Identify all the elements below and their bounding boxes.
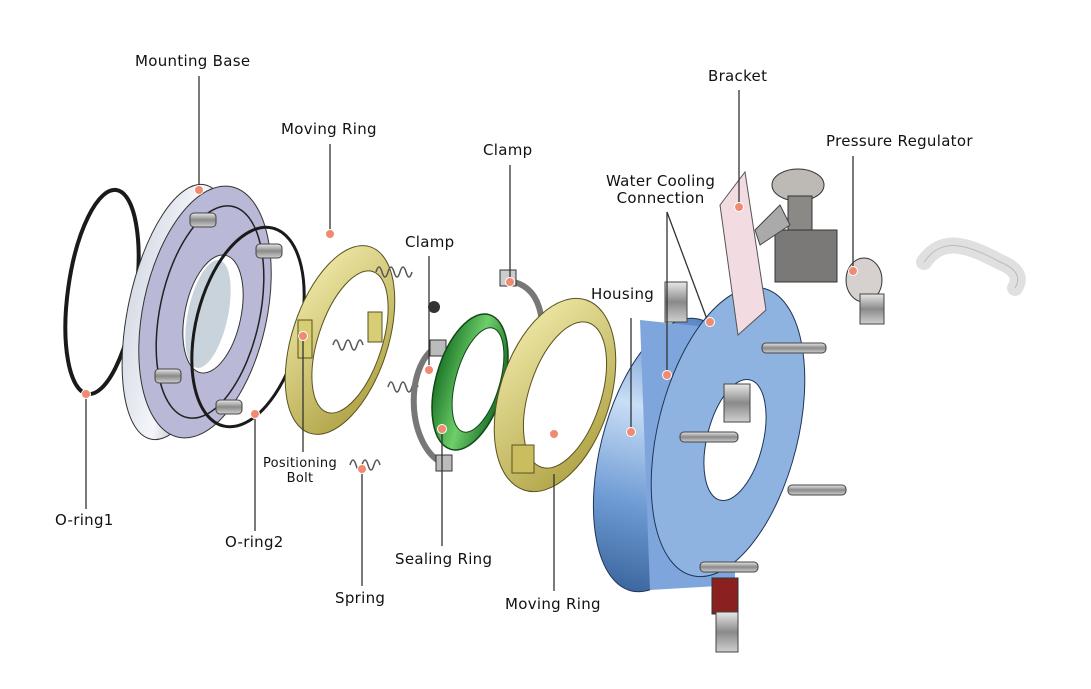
label-moving-ring-bottom: Moving Ring — [505, 595, 601, 613]
callout-dot — [662, 370, 672, 380]
callout-dot — [194, 185, 204, 195]
label-o-ring2: O-ring2 — [225, 533, 284, 551]
callout-dot — [298, 331, 308, 341]
callout-dot — [250, 409, 260, 419]
callout-dots — [81, 185, 858, 474]
label-spring: Spring — [335, 589, 386, 607]
housing-part — [592, 281, 847, 653]
callout-dot — [705, 317, 715, 327]
callout-dot — [357, 464, 367, 474]
label-bracket: Bracket — [708, 67, 768, 85]
mounting-base-part — [121, 183, 283, 441]
label-positioning-bolt-line1: Positioning — [263, 456, 338, 471]
callout-dot — [505, 277, 515, 287]
label-sealing-ring: Sealing Ring — [395, 550, 493, 568]
label-housing: Housing — [591, 285, 655, 303]
callout-dot — [424, 365, 434, 375]
callout-dot — [848, 266, 858, 276]
label-water-cooling: Water Cooling Connection — [606, 173, 715, 207]
callout-dot — [81, 389, 91, 399]
label-positioning-bolt-line2: Bolt — [286, 471, 314, 486]
label-moving-ring-top: Moving Ring — [281, 120, 377, 138]
callout-dot — [549, 429, 559, 439]
callout-dot — [437, 424, 447, 434]
label-mounting-base: Mounting Base — [135, 52, 251, 70]
callout-dot — [734, 202, 744, 212]
label-pressure-regulator: Pressure Regulator — [826, 132, 973, 150]
callout-dot — [626, 427, 636, 437]
spring-part — [332, 266, 419, 471]
label-o-ring1: O-ring1 — [55, 511, 114, 529]
label-clamp-left: Clamp — [405, 233, 455, 251]
callout-dot — [325, 229, 335, 239]
moving-ring-left-part — [284, 245, 396, 435]
label-clamp-right: Clamp — [483, 141, 533, 159]
pressure-regulator-part — [754, 168, 885, 325]
moving-ring-right-part — [493, 297, 617, 493]
leader-lines — [85, 76, 854, 591]
base-bolt-icon — [154, 212, 283, 415]
elbow-pipe-part — [916, 237, 1026, 296]
label-positioning-bolt: Positioning Bolt — [263, 456, 337, 486]
label-water-cooling-line1: Water Cooling — [606, 172, 716, 190]
label-water-cooling-line2: Connection — [616, 189, 705, 207]
bracket-part — [719, 170, 767, 336]
